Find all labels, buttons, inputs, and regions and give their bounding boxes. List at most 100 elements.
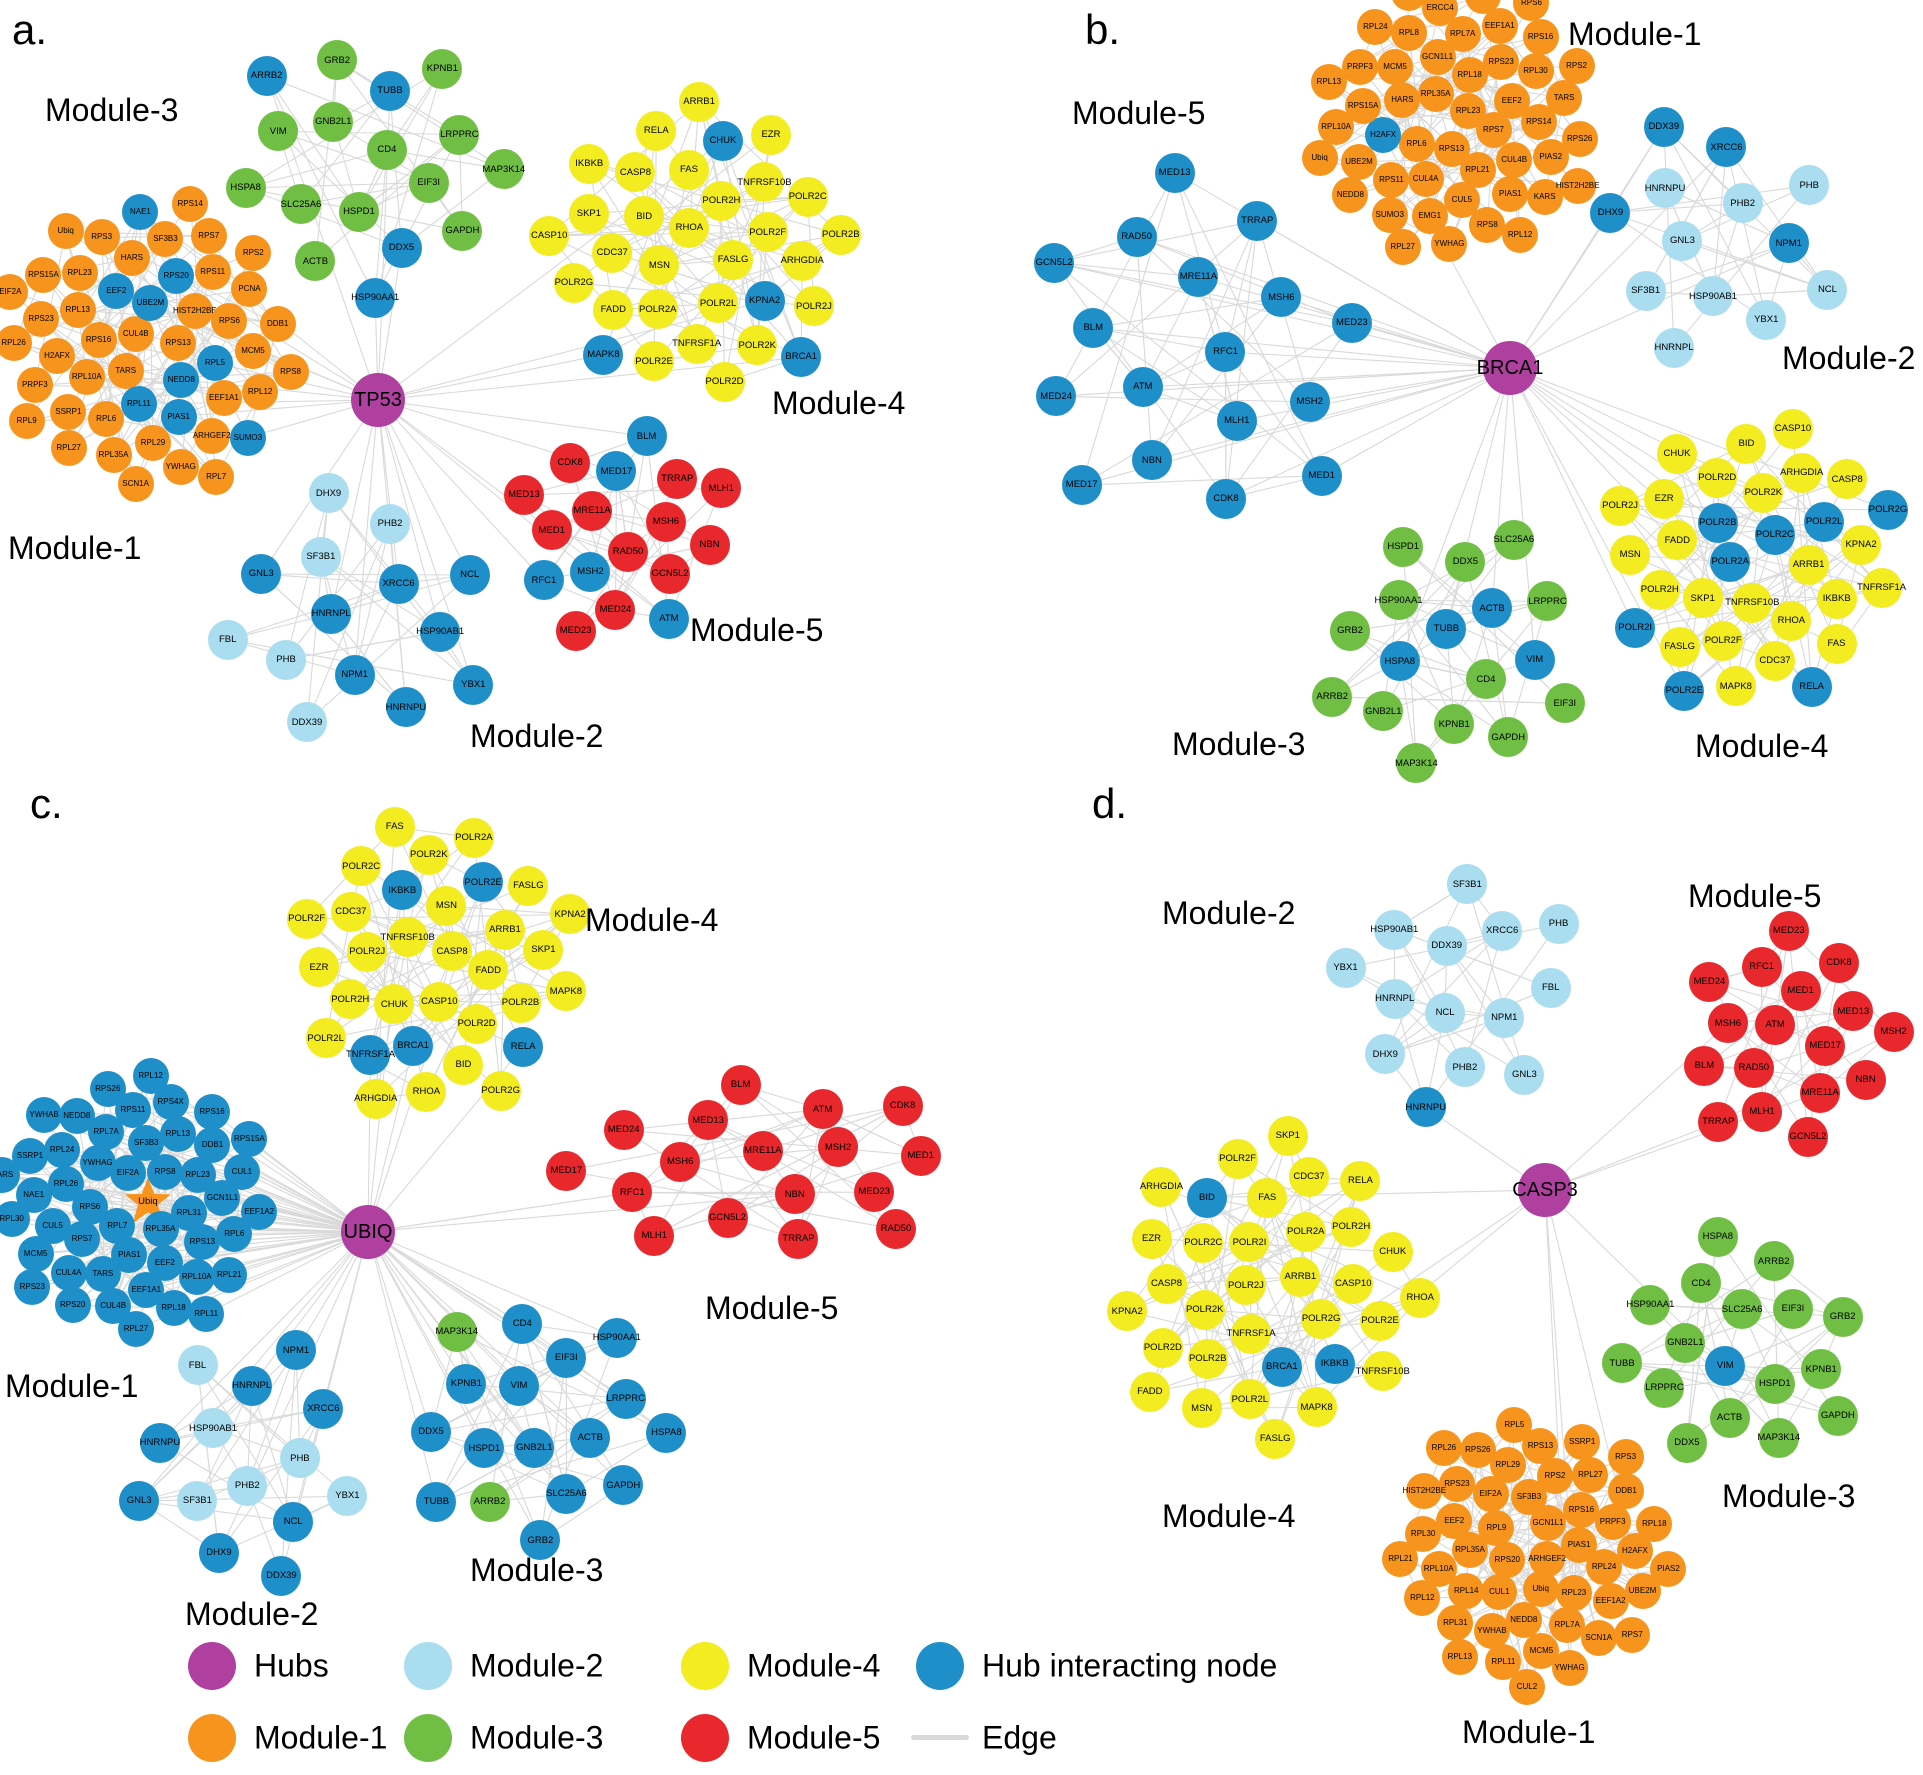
node-YBX1[interactable]: YBX1 <box>1325 947 1366 988</box>
node-HNRNPU[interactable]: HNRNPU <box>386 687 426 728</box>
node-SSRP1[interactable]: SSRP1 <box>1564 1424 1601 1461</box>
node-BID[interactable]: BID <box>443 1045 484 1086</box>
node-POLR2G[interactable]: POLR2G <box>553 262 594 303</box>
node-RPL12[interactable]: RPL12 <box>1502 217 1539 254</box>
node-POLR2I[interactable]: POLR2I <box>1229 1222 1270 1263</box>
node-RPL10A[interactable]: RPL10A <box>1318 108 1355 145</box>
node-RPS11[interactable]: RPS11 <box>194 254 231 291</box>
node-CDK8[interactable]: CDK8 <box>1818 943 1859 984</box>
node-CUL1[interactable]: CUL1 <box>1481 1573 1518 1610</box>
node-RAD50[interactable]: RAD50 <box>1733 1048 1774 1089</box>
node-MED24[interactable]: MED24 <box>603 1110 644 1151</box>
node-MSH6[interactable]: MSH6 <box>1261 277 1302 318</box>
node-POLR2B[interactable]: POLR2B <box>820 214 861 255</box>
node-NAE1[interactable]: NAE1 <box>122 194 159 231</box>
node-MAP3K14[interactable]: MAP3K14 <box>1395 743 1438 784</box>
node-CUL5[interactable]: CUL5 <box>34 1207 71 1244</box>
node-DDX39[interactable]: DDX39 <box>261 1556 302 1597</box>
node-POLR2K[interactable]: POLR2K <box>408 835 449 876</box>
node-POLR2B[interactable]: POLR2B <box>1697 503 1738 544</box>
node-PCNA[interactable]: PCNA <box>231 271 268 308</box>
node-POLR2L[interactable]: POLR2L <box>1229 1379 1270 1420</box>
node-RPL12[interactable]: RPL12 <box>242 374 279 411</box>
node-RPL6[interactable]: RPL6 <box>88 400 125 437</box>
node-KPNB1[interactable]: KPNB1 <box>422 48 463 89</box>
node-CHUK[interactable]: CHUK <box>374 984 415 1025</box>
node-CD4[interactable]: CD4 <box>502 1303 543 1344</box>
node-POLR2H[interactable]: POLR2H <box>701 180 742 221</box>
node-NPM1[interactable]: NPM1 <box>1484 997 1525 1038</box>
node-POLR2G[interactable]: POLR2G <box>1868 490 1909 531</box>
node-SF3B3[interactable]: SF3B3 <box>128 1124 165 1161</box>
node-MRE11A[interactable]: MRE11A <box>1178 257 1219 297</box>
node-MSH2[interactable]: MSH2 <box>1289 382 1330 422</box>
node-NEDD8[interactable]: NEDD8 <box>1332 176 1369 213</box>
node-NCL[interactable]: NCL <box>449 554 490 595</box>
node-RPS15A[interactable]: RPS15A <box>25 256 62 293</box>
node-MED13[interactable]: MED13 <box>688 1100 729 1141</box>
node-MED1[interactable]: MED1 <box>900 1135 941 1176</box>
node-MED24[interactable]: MED24 <box>1689 961 1730 1002</box>
node-POLR2J[interactable]: POLR2J <box>793 286 834 327</box>
node-CHUK[interactable]: CHUK <box>702 120 743 161</box>
node-CHUK[interactable]: CHUK <box>1372 1231 1413 1272</box>
node-H2AFX[interactable]: H2AFX <box>39 338 76 375</box>
node-RHOA[interactable]: RHOA <box>1771 600 1812 641</box>
node-RPL13[interactable]: RPL13 <box>1310 63 1347 100</box>
node-RPL24[interactable]: RPL24 <box>1357 8 1394 45</box>
node-BRCA1[interactable]: BRCA1 <box>1261 1347 1302 1388</box>
node-RPL26[interactable]: RPL26 <box>0 324 32 361</box>
node-KARS[interactable]: KARS <box>1526 179 1563 216</box>
node-GCN5L2[interactable]: GCN5L2 <box>1787 1117 1828 1158</box>
node-FASLG[interactable]: FASLG <box>508 866 549 907</box>
node-YWHAG[interactable]: YWHAG <box>162 448 199 485</box>
node-SLC25A6[interactable]: SLC25A6 <box>1722 1289 1762 1330</box>
node-NBN[interactable]: NBN <box>774 1174 815 1215</box>
node-RPS6[interactable]: RPS6 <box>1513 0 1550 21</box>
node-CDK8[interactable]: CDK8 <box>882 1085 923 1126</box>
node-POLR2J[interactable]: POLR2J <box>1600 485 1641 526</box>
node-CD4[interactable]: CD4 <box>1465 659 1506 700</box>
node-SF3B3[interactable]: SF3B3 <box>147 220 184 257</box>
node-DDB1[interactable]: DDB1 <box>194 1126 231 1163</box>
node-RPS3[interactable]: RPS3 <box>1607 1439 1644 1476</box>
node-DDX5[interactable]: DDX5 <box>1445 541 1486 582</box>
node-KPNB1[interactable]: KPNB1 <box>1434 704 1475 745</box>
node-POLR2L[interactable]: POLR2L <box>305 1018 346 1059</box>
node-GNL3[interactable]: GNL3 <box>119 1481 160 1522</box>
node-MAPK8[interactable]: MAPK8 <box>1296 1387 1337 1428</box>
node-XRCC6[interactable]: XRCC6 <box>378 563 419 604</box>
node-EIF2A[interactable]: EIF2A <box>110 1155 147 1192</box>
node-RPS13[interactable]: RPS13 <box>160 324 197 361</box>
node-RFC1[interactable]: RFC1 <box>1741 947 1782 988</box>
node-RPS26[interactable]: RPS26 <box>89 1071 126 1108</box>
node-MED23[interactable]: MED23 <box>1768 911 1809 951</box>
node-RPL21[interactable]: RPL21 <box>1459 152 1496 189</box>
node-LRPPRC[interactable]: LRPPRC <box>1644 1368 1685 1409</box>
node-ACTB[interactable]: ACTB <box>570 1417 611 1458</box>
node-TNFRSF10B[interactable]: TNFRSF10B <box>1355 1351 1410 1392</box>
node-MAP3K14[interactable]: MAP3K14 <box>482 149 525 190</box>
hub-node-CASP3[interactable]: CASP3 <box>1512 1163 1578 1217</box>
node-MED24[interactable]: MED24 <box>1036 376 1077 417</box>
node-BID[interactable]: BID <box>624 196 665 237</box>
node-YBX1[interactable]: YBX1 <box>453 664 494 705</box>
node-RPS6[interactable]: RPS6 <box>211 302 248 339</box>
node-RPL7[interactable]: RPL7 <box>198 459 235 496</box>
node-GNB2L1[interactable]: GNB2L1 <box>1363 691 1404 732</box>
node-DDB1[interactable]: DDB1 <box>1465 0 1502 14</box>
node-RPS7[interactable]: RPS7 <box>190 218 227 255</box>
node-RPL23[interactable]: RPL23 <box>61 254 98 291</box>
node-RPS8[interactable]: RPS8 <box>1469 206 1506 243</box>
node-GNB2L1[interactable]: GNB2L1 <box>1665 1322 1706 1363</box>
node-MSN[interactable]: MSN <box>1610 535 1651 576</box>
node-CHUK[interactable]: CHUK <box>1657 433 1698 474</box>
node-HSPD1[interactable]: HSPD1 <box>1754 1363 1795 1404</box>
node-RPS2[interactable]: RPS2 <box>1558 47 1595 84</box>
node-EEF1A1[interactable]: EEF1A1 <box>1481 8 1518 45</box>
node-DDB1[interactable]: DDB1 <box>259 306 296 343</box>
node-TNFRSF10B[interactable]: TNFRSF10B <box>381 917 435 958</box>
node-MED17[interactable]: MED17 <box>1061 465 1102 506</box>
node-CUL4B[interactable]: CUL4B <box>1496 141 1533 178</box>
node-NCL[interactable]: NCL <box>1425 992 1466 1033</box>
